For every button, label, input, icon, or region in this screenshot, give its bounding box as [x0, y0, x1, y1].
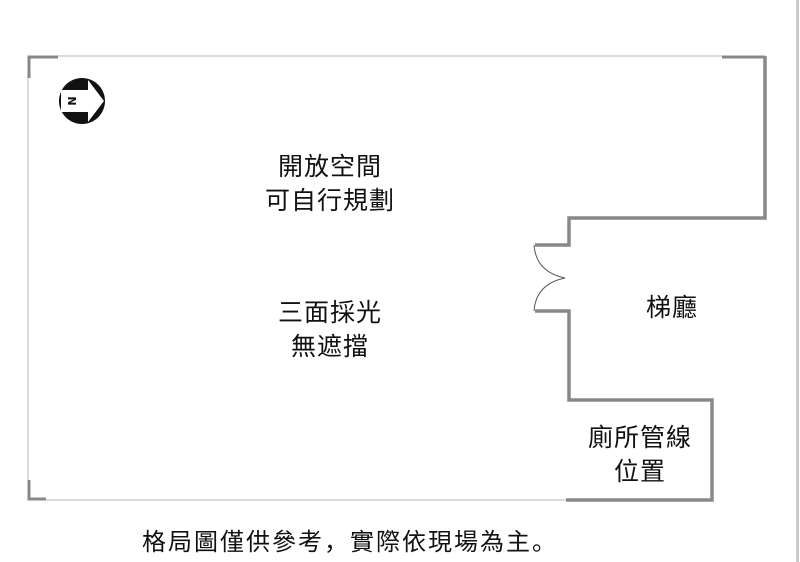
lighting-line1: 三面採光 — [277, 298, 382, 327]
lighting-label: 三面採光 無遮擋 — [230, 296, 430, 364]
corner-top-left — [27, 55, 58, 78]
page-edge — [796, 0, 799, 562]
open-space-label: 開放空間 可自行規劃 — [230, 150, 430, 218]
open-space-line2: 可自行規劃 — [264, 186, 395, 215]
toilet-line1: 廁所管線 — [587, 423, 692, 452]
toilet-line2: 位置 — [613, 457, 666, 486]
corner-bottom-left — [27, 480, 46, 501]
disclaimer-caption: 格局圖僅供參考，實際依現場為主。 — [142, 528, 558, 556]
core-walls — [535, 56, 767, 502]
lighting-line2: 無遮擋 — [290, 332, 369, 361]
double-door — [533, 244, 566, 312]
north-arrow-icon: N — [59, 78, 105, 124]
elevator-hall-label: 梯廳 — [645, 293, 698, 322]
open-space-line1: 開放空間 — [277, 152, 382, 181]
toilet-label: 廁所管線 位置 — [568, 421, 712, 489]
svg-text:N: N — [66, 96, 79, 105]
